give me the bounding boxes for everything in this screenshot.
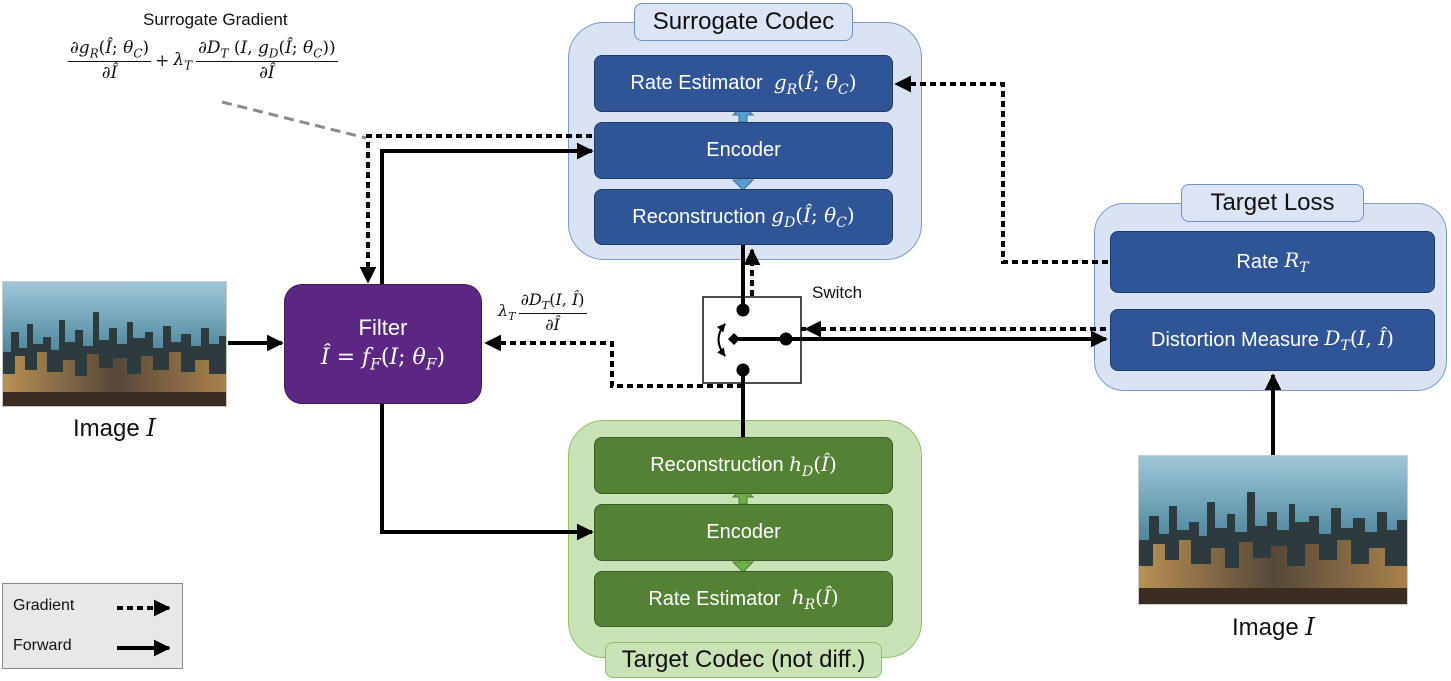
target-reconstruction-block: Reconstruction hD(Î)	[594, 437, 893, 494]
gradient-rate-to-surrogate-rate	[894, 75, 1108, 264]
surrogate-rate-math: gR(Î; θC)	[773, 69, 857, 98]
image-right-caption: Image I	[1232, 613, 1315, 641]
target-codec-title: Target Codec (not diff.)	[605, 642, 882, 678]
legend-swatches	[117, 599, 171, 657]
switch-terminal-top	[736, 303, 750, 317]
gradient-hint-line	[221, 100, 367, 140]
gradient-switch-to-filter	[484, 334, 743, 388]
surrogate-encoder-block: Encoder	[594, 122, 893, 179]
target-gradient-formula: λT ∂DT(I, Î) ∂Î	[498, 290, 587, 335]
distortion-math: DT(I, Î)	[1324, 326, 1394, 354]
target-loss-title: Target Loss	[1181, 184, 1364, 222]
gradient-surrogate-encoder-to-filter	[359, 134, 592, 284]
switch-terminal-bottom	[736, 363, 750, 377]
switch-toggle-arc	[716, 323, 726, 357]
surrogate-rate-estimator-block: Rate Estimator gR(Î; θC)	[594, 55, 893, 112]
target-encoder-block: Encoder	[594, 504, 893, 561]
filter-block: Filter Î = fF(I; θF)	[284, 284, 482, 404]
legend-gradient-label: Gradient	[13, 597, 75, 614]
legend-box: Gradient Forward	[2, 583, 183, 669]
surrogate-recon-math: gD(Î; θC)	[771, 203, 855, 231]
switch-pivot	[728, 333, 740, 345]
surrogate-reconstruction-block: Reconstruction gD(Î; θC)	[594, 189, 893, 245]
filter-title: Filter	[358, 314, 408, 340]
filter-math: Î = fF(I; θF)	[320, 344, 446, 374]
input-image-right	[1138, 455, 1408, 605]
surrogate-gradient-formula: ∂gR(Î; θC) ∂Î + λT ∂DT (I, gD(Î; θC)) ∂Î	[68, 38, 338, 84]
target-rate-math: hR(Î)	[791, 585, 839, 613]
surrogate-gradient-title: Surrogate Gradient	[143, 10, 288, 29]
forward-filter-to-surrogate-encoder	[380, 142, 594, 284]
target-rate-estimator-block: Rate Estimator hR(Î)	[594, 571, 893, 627]
target-rate-block: Rate RT	[1110, 231, 1435, 293]
city-skyline-photo	[3, 282, 226, 406]
target-rate-symbol: RT	[1284, 248, 1309, 276]
forward-filter-to-target-encoder	[380, 404, 594, 541]
legend-forward-label: Forward	[13, 637, 72, 654]
switch-label: Switch	[812, 283, 863, 302]
image-left-caption: Image I	[73, 414, 156, 442]
city-skyline-photo-target	[1139, 456, 1407, 604]
input-image-left	[2, 281, 227, 407]
switch-terminal-out	[779, 332, 793, 346]
surrogate-codec-title: Surrogate Codec	[634, 3, 853, 41]
distortion-measure-block: Distortion Measure DT(I, Î)	[1110, 309, 1435, 371]
target-recon-math: hD(Î)	[789, 451, 837, 480]
